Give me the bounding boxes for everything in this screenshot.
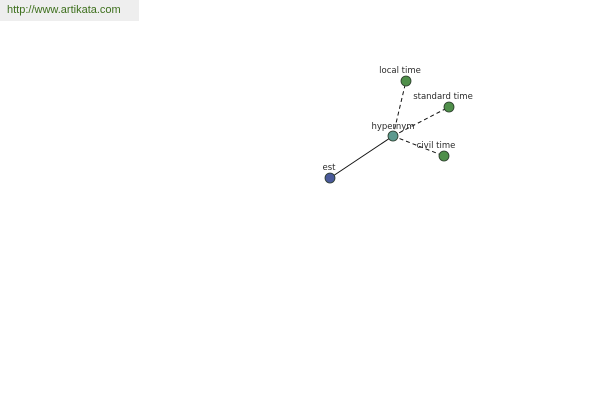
node-standard-time[interactable]: [443, 101, 455, 113]
node-hypernym[interactable]: [387, 130, 399, 142]
node-est[interactable]: [324, 172, 336, 184]
label-est: est: [323, 163, 337, 173]
label-local-time: local time: [379, 66, 421, 76]
label-hypernym: hypernym: [371, 122, 414, 132]
edge-est-hypernym: [329, 135, 394, 179]
edge-hypernym-standard-time: [392, 106, 450, 137]
edge-hypernym-civil-time: [392, 135, 445, 157]
node-local-time[interactable]: [400, 75, 412, 87]
edge-hypernym-local-time: [392, 80, 407, 137]
source-url[interactable]: http://www.artikata.com: [0, 0, 139, 21]
node-civil-time[interactable]: [438, 150, 450, 162]
label-civil-time: civil time: [417, 141, 456, 151]
label-standard-time: standard time: [413, 92, 473, 102]
